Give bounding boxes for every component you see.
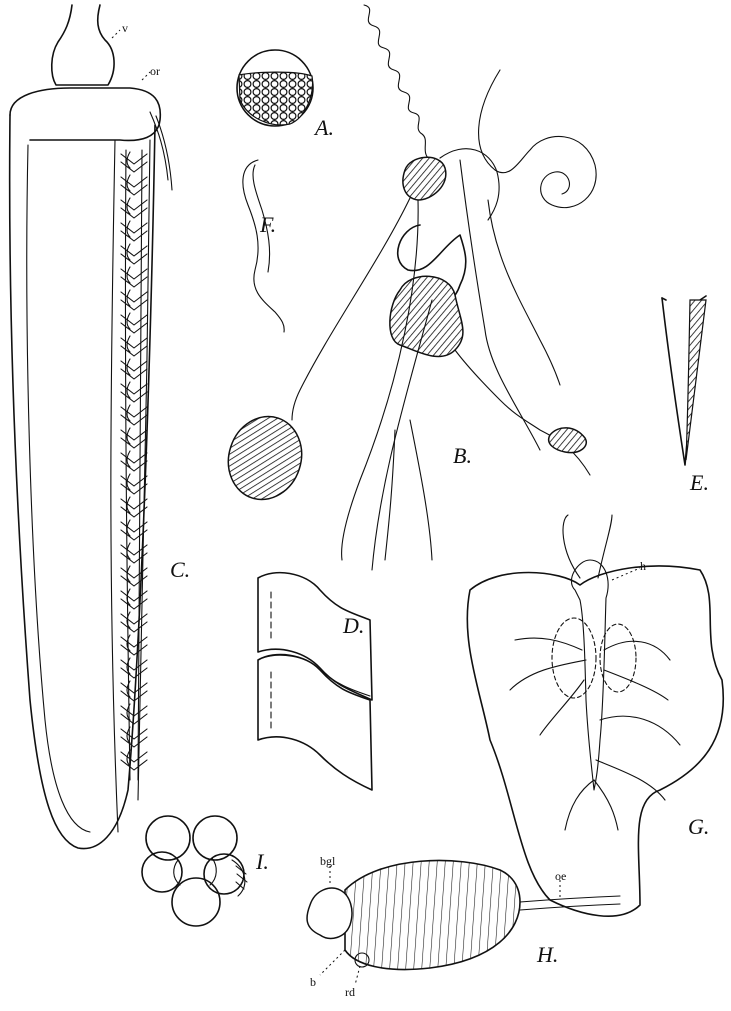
figure-c	[10, 5, 172, 849]
part-label-v: v	[122, 21, 128, 35]
figure-a	[237, 50, 313, 126]
part-label-oe: oe	[555, 869, 566, 883]
figure-label-b: B.	[453, 443, 472, 468]
part-label-or: or	[150, 64, 160, 78]
figure-label-e: E.	[689, 470, 709, 495]
part-label-rd: rd	[345, 985, 355, 999]
figure-label-c: C.	[170, 557, 190, 582]
figure-label-a: A.	[313, 115, 334, 140]
figure-label-g: G.	[688, 814, 709, 839]
figure-label-f: F.	[259, 212, 276, 237]
figure-i	[142, 816, 247, 926]
figure-f	[243, 160, 284, 332]
figure-label-h: H.	[536, 942, 558, 967]
figure-e	[662, 296, 706, 465]
figure-label-d: D.	[342, 613, 364, 638]
figure-d	[258, 573, 372, 790]
figure-h	[307, 860, 620, 985]
figure-label-i: I.	[255, 849, 269, 874]
part-label-bgl: bgl	[320, 854, 336, 868]
part-label-b: b	[310, 975, 316, 989]
part-label-h: h	[640, 559, 646, 573]
figure-g	[467, 515, 723, 916]
